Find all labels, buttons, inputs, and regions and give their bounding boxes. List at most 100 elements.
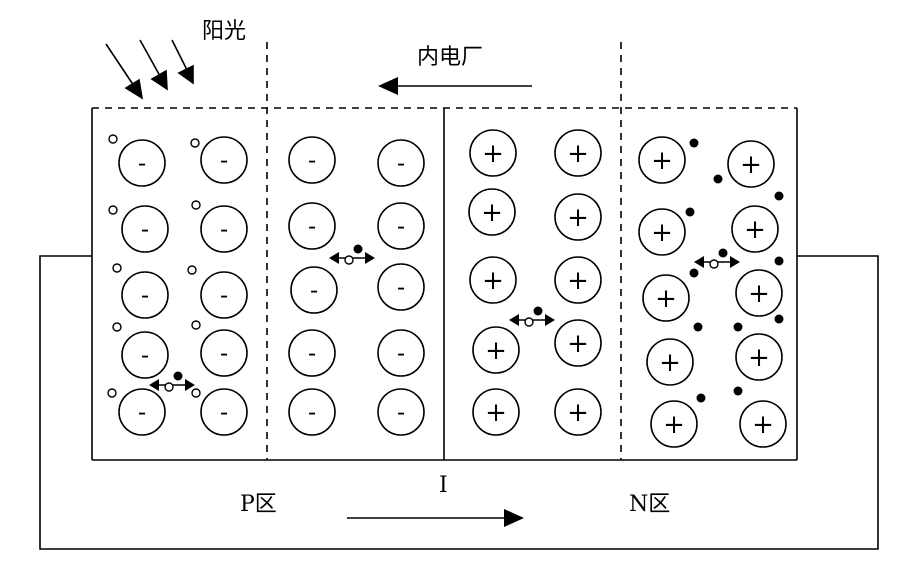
negative-acceptor-ion: - (377, 263, 425, 311)
positive-sign: + (567, 203, 589, 233)
positive-sign: + (655, 284, 677, 314)
pair-electron (533, 306, 543, 316)
negative-acceptor-ion: - (118, 139, 166, 187)
negative-sign: - (220, 398, 228, 426)
electron-carrier (685, 207, 695, 217)
positive-sign: + (485, 336, 507, 366)
ion-circle (377, 263, 425, 311)
electron-carrier (774, 314, 784, 324)
ion-circle (469, 129, 517, 177)
negative-sign: - (397, 398, 405, 426)
negative-sign: - (397, 273, 405, 301)
ion-circle (735, 333, 783, 381)
ion-circle (727, 140, 775, 188)
positive-sign: + (482, 266, 504, 296)
ion-circle (118, 388, 166, 436)
ion-circle (200, 388, 248, 436)
sunlight-arrowhead-2 (150, 69, 168, 91)
positive-sign: + (485, 398, 507, 428)
positive-sign: + (567, 398, 589, 428)
ion-circle (554, 319, 602, 367)
external-circuit-wire (39, 255, 879, 550)
sunlight-arrow-2 (139, 39, 161, 77)
electron-hole-pair (509, 306, 555, 327)
pair-hole (709, 259, 719, 269)
ion-circle (731, 205, 779, 253)
positive-donor-ion: + (469, 129, 517, 177)
sunlight-arrowhead-3 (177, 64, 194, 85)
ion-circle (200, 205, 248, 253)
positive-sign: + (744, 215, 766, 245)
positive-sign: + (748, 343, 770, 373)
ion-circle (650, 400, 698, 448)
positive-donor-ion: + (739, 400, 787, 448)
positive-donor-ion: + (650, 400, 698, 448)
ion-circle (468, 188, 516, 236)
pair-hole (524, 317, 534, 327)
positive-donor-ion: + (731, 205, 779, 253)
negative-acceptor-ion: - (118, 388, 166, 436)
current-label: I (439, 473, 448, 498)
ion-circle (200, 136, 248, 184)
ion-circle (646, 338, 694, 386)
ion-circle (377, 139, 425, 187)
hole-carrier (187, 265, 197, 275)
pair-arrowhead-left (149, 379, 159, 391)
negative-acceptor-ion: - (377, 139, 425, 187)
negative-acceptor-ion: - (200, 271, 248, 319)
negative-acceptor-ion: - (200, 136, 248, 184)
negative-acceptor-ion: - (121, 205, 169, 253)
positive-donor-ion: + (472, 388, 520, 436)
electron-hole-pair (329, 244, 375, 265)
pair-arrowhead-right (185, 379, 195, 391)
positive-sign: + (659, 348, 681, 378)
positive-donor-ion: + (735, 269, 783, 317)
negative-sign: - (397, 339, 405, 367)
pair-arrowhead-right (365, 252, 375, 264)
sunlight-arrow-3 (171, 39, 188, 71)
electron-hole-pair-group (149, 244, 740, 392)
electron-carrier (693, 322, 703, 332)
negative-sign: - (220, 215, 228, 243)
negative-acceptor-ion: - (288, 136, 336, 184)
positive-donor-ion: + (646, 338, 694, 386)
hole-carrier (191, 388, 201, 398)
negative-sign: - (308, 339, 316, 367)
negative-acceptor-ion: - (377, 388, 425, 436)
ion-circle (200, 271, 248, 319)
ion-circle (288, 202, 336, 250)
pair-arrowhead-left (509, 314, 519, 326)
hole-carrier (190, 138, 200, 148)
positive-donor-ion: + (735, 333, 783, 381)
positive-donor-ion: + (554, 388, 602, 436)
positive-sign: + (482, 139, 504, 169)
electron-hole-pair (694, 248, 740, 269)
negative-acceptor-ion: - (200, 205, 248, 253)
negative-acceptor-ion: - (200, 329, 248, 377)
negative-acceptor-ion: - (288, 329, 336, 377)
negative-sign: - (397, 212, 405, 240)
positive-sign: + (752, 410, 774, 440)
positive-sign: + (651, 218, 673, 248)
built-in-field-label: 内电厂 (417, 45, 483, 70)
electron-carrier (713, 174, 723, 184)
negative-sign: - (220, 281, 228, 309)
ion-circle (121, 205, 169, 253)
negative-sign: - (308, 146, 316, 174)
ion-circle (288, 136, 336, 184)
ion-circle (638, 136, 686, 184)
negative-sign: - (220, 339, 228, 367)
ion-circle (472, 326, 520, 374)
pair-electron (353, 244, 363, 254)
negative-sign: - (141, 281, 149, 309)
positive-sign: + (748, 279, 770, 309)
ion-circle (121, 271, 169, 319)
sunlight-arrows (105, 39, 194, 100)
electron-carrier (689, 138, 699, 148)
hole-carrier (191, 320, 201, 330)
electron-carrier (696, 393, 706, 403)
n-region-label: N区 (629, 492, 670, 517)
negative-sign: - (141, 215, 149, 243)
ion-circle (739, 400, 787, 448)
